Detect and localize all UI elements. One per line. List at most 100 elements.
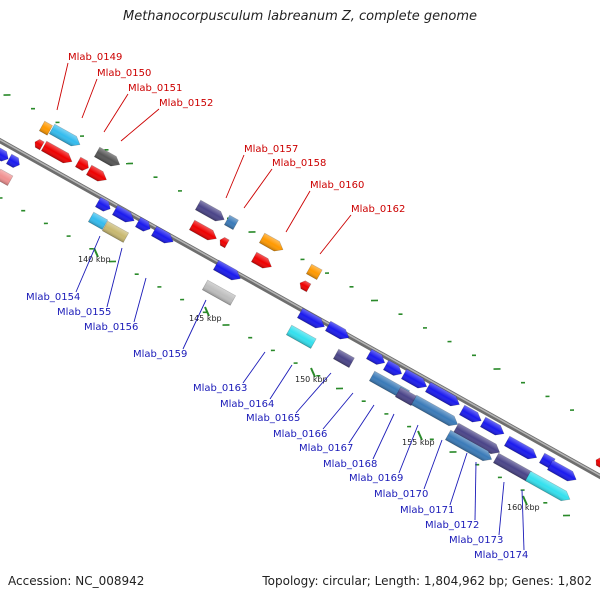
tick-major xyxy=(310,367,316,378)
accession-text: Accession: NC_008942 xyxy=(8,574,145,588)
leader-line xyxy=(372,413,395,460)
gene-arrow xyxy=(285,324,317,349)
gene-arrow xyxy=(332,348,355,368)
tick-mark xyxy=(248,336,253,339)
tick-mark xyxy=(422,327,428,329)
leader-line xyxy=(182,299,207,350)
tick-mark xyxy=(43,222,48,225)
leader-line xyxy=(103,93,129,133)
gene-label-top: Mlab_0158 xyxy=(272,158,326,169)
gene-arrow xyxy=(503,435,538,460)
leader-line xyxy=(348,404,375,444)
gene-arrow xyxy=(305,263,323,281)
tick-label: 140 kbp xyxy=(78,255,111,264)
tick-mark xyxy=(335,387,344,390)
gene-arrow xyxy=(250,251,272,269)
tick-mark xyxy=(30,107,36,110)
leader-line xyxy=(322,392,354,430)
gene-features xyxy=(0,120,600,502)
gene-arrow xyxy=(219,237,230,249)
gene-arrow xyxy=(394,386,417,406)
tick-label: 150 kbp xyxy=(295,375,328,384)
gene-arrow xyxy=(101,220,130,243)
tick-mark xyxy=(349,285,354,288)
gene-arrow xyxy=(111,204,135,223)
tick-mark xyxy=(66,235,71,237)
gene-label-top: Mlab_0150 xyxy=(97,68,151,79)
gene-arrow xyxy=(188,219,217,241)
tick-mark xyxy=(202,311,207,314)
tick-mark xyxy=(370,299,379,302)
leader-line xyxy=(106,247,123,308)
gene-arrow xyxy=(458,404,482,423)
gene-arrow xyxy=(134,216,151,232)
tick-mark xyxy=(293,362,298,364)
tick-major xyxy=(204,306,210,317)
leader-line xyxy=(133,277,147,323)
gene-arrow xyxy=(424,381,460,407)
tick-mark xyxy=(270,349,275,352)
tick-mark xyxy=(520,381,526,384)
tick-mark xyxy=(153,176,158,179)
tick-mark xyxy=(407,425,412,428)
genome-summary: Topology: circular; Length: 1,804,962 bp… xyxy=(262,574,592,588)
tick-mark xyxy=(177,190,183,192)
tick-mark xyxy=(447,340,452,343)
tick-label: 145 kbp xyxy=(189,314,222,323)
tick-mark xyxy=(324,272,330,274)
leader-line xyxy=(521,489,525,551)
leader-line xyxy=(319,214,352,255)
leader-line xyxy=(225,154,245,199)
tick-mark xyxy=(384,413,389,415)
tick-mark xyxy=(361,400,366,403)
gene-label-top: Mlab_0157 xyxy=(244,144,298,155)
leader-line xyxy=(498,481,505,536)
gene-label-bottom: Mlab_0164 xyxy=(220,399,274,410)
leader-line xyxy=(81,78,98,119)
gene-label-bottom: Mlab_0156 xyxy=(84,322,138,333)
gene-arrow xyxy=(444,429,493,462)
tick-mark xyxy=(89,247,94,250)
tick-mark xyxy=(569,409,575,411)
gene-label-bottom: Mlab_0169 xyxy=(349,473,403,484)
tick-mark xyxy=(134,273,139,276)
leader-line xyxy=(243,168,273,209)
gene-label-bottom: Mlab_0173 xyxy=(449,535,503,546)
tick-mark xyxy=(471,354,477,357)
tick-mark xyxy=(497,476,502,479)
leader-line xyxy=(398,424,419,474)
map-title: Methanocorpusculum labreanum Z, complete… xyxy=(123,9,477,24)
gene-label-top: Mlab_0162 xyxy=(351,204,405,215)
gene-arrow xyxy=(48,123,81,147)
leader-line xyxy=(295,372,332,414)
tick-mark xyxy=(300,258,305,261)
tick-label: 160 kbp xyxy=(507,503,540,512)
gene-arrow xyxy=(40,140,73,164)
tick-major xyxy=(522,495,528,506)
tick-mark xyxy=(316,374,321,377)
tick-mark xyxy=(79,135,85,137)
gene-label-top: Mlab_0149 xyxy=(68,52,122,63)
leader-line xyxy=(75,235,101,293)
leader-line xyxy=(269,364,293,400)
leader-line xyxy=(423,439,443,490)
gene-labels: Mlab_0149Mlab_0150Mlab_0151Mlab_0152Mlab… xyxy=(26,52,528,561)
gene-arrow xyxy=(382,359,403,376)
tick-major xyxy=(417,430,423,441)
gene-label-bottom: Mlab_0166 xyxy=(273,429,327,440)
gene-label-bottom: Mlab_0168 xyxy=(323,459,377,470)
gene-arrow xyxy=(34,139,45,151)
gene-label-bottom: Mlab_0163 xyxy=(193,383,247,394)
gene-arrow xyxy=(87,211,109,231)
leader-line xyxy=(285,190,311,233)
tick-mark xyxy=(398,313,403,316)
gene-arrow xyxy=(296,307,325,329)
gene-arrow xyxy=(85,164,107,182)
tick-mark xyxy=(520,489,525,491)
gene-arrow xyxy=(93,146,121,167)
leader-line xyxy=(242,351,266,384)
leader-line xyxy=(56,62,69,111)
gene-arrow xyxy=(299,280,312,293)
gene-arrow xyxy=(595,457,600,469)
